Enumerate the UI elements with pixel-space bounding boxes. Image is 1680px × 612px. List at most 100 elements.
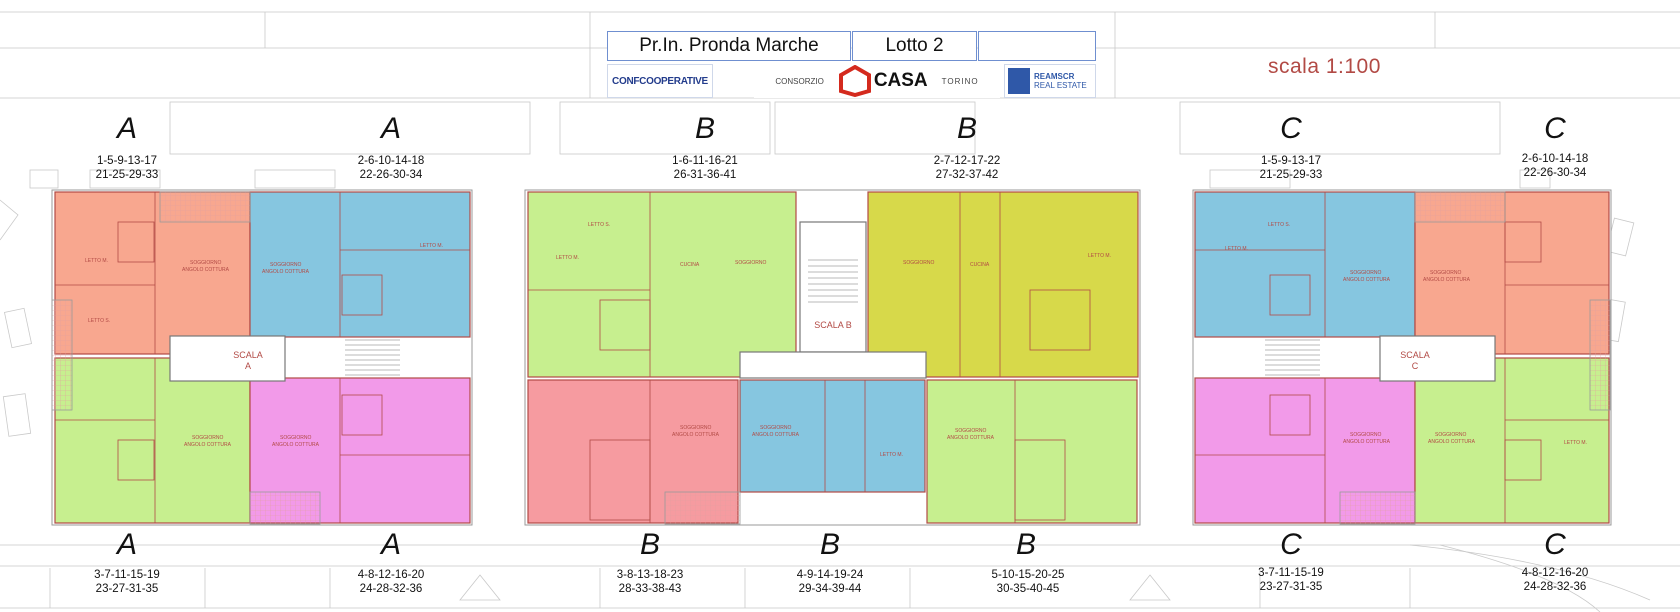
room-label-cucina-b1: CUCINA [680, 262, 700, 268]
interior-partitions [55, 192, 1609, 523]
room-label-letto-s-b1: LETTO S. [588, 222, 611, 228]
top-wing-letter-3: B [694, 112, 715, 145]
site-context-lines [0, 11, 1680, 612]
room-label-cucina-b2: CUCINA [970, 262, 990, 268]
apartment-c-top-left [1194, 191, 1416, 338]
bottom-units-5-line1: 5-10-15-20-25 [991, 569, 1065, 581]
stair-a-label-line1: SCALA [233, 350, 263, 360]
bottom-wing-letter-3: B [639, 528, 660, 561]
top-wing-letter-1: A [116, 112, 137, 145]
empty-title-cell [978, 31, 1096, 61]
room-label-cottura-c3: ANGOLO COTTURA [1343, 439, 1390, 445]
project-title: Pr.In. Pronda Marche [607, 31, 851, 61]
top-units-2-line2: 22-26-30-34 [359, 169, 423, 181]
top-units-3-line1: 1-6-11-16-21 [672, 155, 738, 167]
bottom-units-2: 4-8-12-16-20 24-28-32-36 [326, 568, 456, 596]
bottom-wing-letter-6: C [1280, 528, 1302, 561]
room-label-soggiorno-c1: SOGGIORNO [1350, 270, 1382, 276]
stair-a-core [169, 335, 286, 382]
wing-c-apartments [1194, 191, 1610, 524]
apartment-c-bottom-right [1414, 357, 1610, 524]
bottom-units-1-line1: 3-7-11-15-19 [94, 569, 160, 581]
top-units-6-line2: 22-26-30-34 [1523, 167, 1587, 179]
room-label-soggiorno-b5: SOGGIORNO [955, 428, 987, 434]
top-units-2: 2-6-10-14-18 22-26-30-34 [326, 154, 456, 182]
apartment-b-top-right [867, 191, 1139, 378]
bottom-units-4-line1: 4-9-14-19-24 [796, 569, 864, 581]
top-units-3: 1-6-11-16-21 26-31-36-41 [640, 154, 770, 182]
confcooperative-logo: CONFCOOPERATIVE [607, 64, 713, 98]
top-units-5-line2: 21-25-29-33 [1259, 169, 1323, 181]
project-title-text: Pr.In. Pronda Marche [639, 35, 819, 56]
casa-brand-text: CASA [873, 70, 928, 91]
bottom-units-3-line1: 3-8-13-18-23 [616, 569, 684, 581]
room-label-soggiorno-b1: SOGGIORNO [735, 260, 767, 266]
room-label-soggiorno-a4: SOGGIORNO [280, 435, 312, 441]
bottom-units-1: 3-7-11-15-19 23-27-31-35 [62, 568, 192, 596]
room-label-letto-m-c1: LETTO M. [1225, 246, 1248, 252]
room-label-soggiorno-b3: SOGGIORNO [680, 425, 712, 431]
bottom-wing-letter-5: B [1015, 528, 1036, 561]
bottom-wing-letter-7: C [1544, 528, 1566, 561]
wing-a-apartments [54, 191, 471, 524]
room-label-soggiorno-c4: SOGGIORNO [1435, 432, 1467, 438]
room-label-cottura-c1: ANGOLO COTTURA [1343, 277, 1390, 283]
top-units-2-line1: 2-6-10-14-18 [357, 155, 425, 167]
stair-c-core [1379, 335, 1496, 382]
room-label-cottura-c4: ANGOLO COTTURA [1428, 439, 1475, 445]
bottom-units-6-line2: 23-27-31-35 [1259, 581, 1323, 593]
bottom-units-7-line1: 4-8-12-16-20 [1521, 567, 1589, 579]
bottom-units-1-line2: 23-27-31-35 [95, 583, 159, 595]
reamscr-subtitle: REAL ESTATE [1034, 81, 1087, 90]
top-units-6-line1: 2-6-10-14-18 [1521, 153, 1589, 165]
apartment-a-top-right [249, 191, 471, 338]
bottom-units-4: 4-9-14-19-24 29-34-39-44 [765, 568, 895, 596]
top-units-1: 1-5-9-13-17 21-25-29-33 [62, 154, 192, 182]
bottom-units-5-line2: 30-35-40-45 [996, 583, 1060, 595]
room-label-soggiorno-c3: SOGGIORNO [1350, 432, 1382, 438]
top-units-4-line1: 2-7-12-17-22 [933, 155, 1001, 167]
top-units-1-line1: 1-5-9-13-17 [96, 155, 158, 167]
room-label-cottura-b5: ANGOLO COTTURA [947, 435, 994, 441]
stair-c-label-line1: SCALA [1400, 350, 1430, 360]
room-label-cottura-a2: ANGOLO COTTURA [262, 269, 309, 275]
room-label-letto-m-b1: LETTO M. [556, 255, 579, 261]
room-label-letto-m-c2: LETTO M. [1564, 440, 1587, 446]
stair-treads [345, 259, 1320, 376]
top-wing-letter-5: C [1280, 112, 1302, 145]
top-units-3-line2: 26-31-36-41 [673, 169, 737, 181]
top-units-4: 2-7-12-17-22 27-32-37-42 [902, 154, 1032, 182]
apartment-a-bottom-left [54, 357, 251, 524]
consorzio-text: CONSORZIO [775, 76, 824, 86]
confcooperative-logo-text: CONFCOOPERATIVE [612, 75, 708, 87]
reamscr-mark-icon [1008, 68, 1030, 94]
casa-logo-icon [838, 65, 871, 97]
top-units-4-line2: 27-32-37-42 [935, 169, 999, 181]
stair-b-label: SCALA B [808, 320, 858, 331]
bottom-units-2-line2: 24-28-32-36 [359, 583, 423, 595]
top-wing-letter-4: B [956, 112, 977, 145]
room-label-soggiorno-a1: SOGGIORNO [190, 260, 222, 266]
bottom-units-4-line2: 29-34-39-44 [798, 583, 862, 595]
room-label-letto-m-a2: LETTO M. [420, 243, 443, 249]
room-label-soggiorno-b2: SOGGIORNO [903, 260, 935, 266]
terraces [51, 191, 1611, 525]
top-units-1-line2: 21-25-29-33 [95, 169, 159, 181]
bottom-wing-letter-4: B [819, 528, 840, 561]
torino-text: TORINO [941, 76, 979, 86]
reamscr-name: REAMSCR [1034, 72, 1075, 81]
bottom-units-5: 5-10-15-20-25 30-35-40-45 [963, 568, 1093, 596]
bottom-units-2-line1: 4-8-12-16-20 [357, 569, 425, 581]
room-label-soggiorno-a2: SOGGIORNO [270, 262, 302, 268]
lot-title-text: Lotto 2 [885, 35, 944, 56]
bottom-wing-letter-2: A [380, 528, 401, 561]
room-label-cottura-a1: ANGOLO COTTURA [182, 267, 229, 273]
top-units-6: 2-6-10-14-18 22-26-30-34 [1490, 152, 1620, 180]
